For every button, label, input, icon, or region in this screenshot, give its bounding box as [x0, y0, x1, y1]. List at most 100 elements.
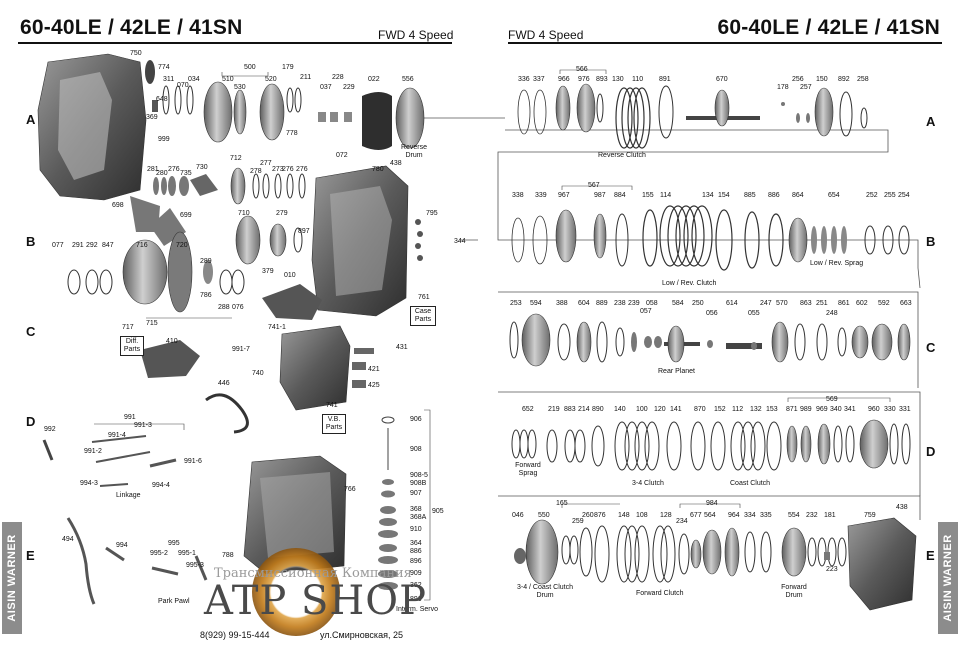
part-number-right: 759	[864, 512, 876, 519]
part-number-right: 652	[522, 406, 534, 413]
part-number-right: 876	[594, 512, 606, 519]
part-number-left: 037	[320, 84, 332, 91]
part-number-left: 906	[410, 416, 422, 423]
part-number-right: 584	[672, 300, 684, 307]
part-number-right: 181	[824, 512, 836, 519]
part-number-right: 248	[826, 310, 838, 317]
part-number-left: 494	[62, 536, 74, 543]
part-number-right: 112	[732, 406, 744, 413]
part-number-left: 368A	[410, 514, 427, 521]
part-number-left: 410	[166, 338, 178, 345]
part-number-left: 421	[368, 366, 380, 373]
part-number-left: 288	[218, 304, 230, 311]
part-number-left: 712	[230, 155, 242, 162]
part-number-right: 654	[828, 192, 840, 199]
part-number-left: 994	[116, 542, 128, 549]
part-number-right: 337	[533, 76, 545, 83]
part-number-left: 077	[52, 242, 64, 249]
part-number-right: 257	[800, 84, 812, 91]
part-number-left: 908-5	[410, 472, 428, 479]
part-number-left: 896	[410, 558, 422, 565]
part-number-right: 155	[642, 192, 654, 199]
part-number-left: 750	[130, 50, 142, 57]
part-number-right: 056	[706, 310, 718, 317]
part-number-left: 740	[252, 370, 264, 377]
part-number-right: 234	[676, 518, 688, 525]
part-number-right: 140	[614, 406, 626, 413]
part-number-left: 778	[286, 130, 298, 137]
part-number-right: 250	[692, 300, 704, 307]
watermark-phone: 8(929) 99-15-444	[200, 630, 270, 640]
part-number-right: 254	[898, 192, 910, 199]
part-number-right: 670	[716, 76, 728, 83]
part-number-left: 886	[410, 548, 422, 555]
part-number-left: 999	[158, 136, 170, 143]
part-number-left: 010	[284, 272, 296, 279]
part-number-left: 179	[282, 64, 294, 71]
part-number-left: 991	[124, 414, 136, 421]
part-number-left: 780	[372, 166, 384, 173]
caption-forward-clutch: Forward Clutch	[636, 590, 684, 597]
part-number-left: 276	[168, 166, 180, 173]
case-parts-box: Case Parts	[410, 306, 436, 326]
left-subtitle: FWD 4 Speed	[378, 28, 454, 42]
row-label-e-left: E	[26, 548, 35, 563]
part-number-right: 120	[654, 406, 666, 413]
part-number-right: 331	[899, 406, 911, 413]
part-number-left: 795	[426, 210, 438, 217]
part-number-left: 034	[188, 76, 200, 83]
part-number-left: 698	[112, 202, 124, 209]
row-label-c-left: C	[26, 324, 36, 339]
part-number-right: 886	[768, 192, 780, 199]
part-number-left: 510	[222, 76, 234, 83]
side-tab-left: AISIN WARNER	[2, 522, 22, 634]
part-number-right: 239	[628, 300, 640, 307]
watermark-company: Трансмиссионная Компания	[214, 566, 412, 581]
row-label-e-right: E	[926, 548, 935, 563]
part-number-left: 438	[390, 160, 402, 167]
part-number-right: 884	[614, 192, 626, 199]
part-number-left: 991-7	[232, 346, 250, 353]
caption-reverse-drum: Reverse Drum	[400, 144, 428, 159]
part-number-left: 699	[180, 212, 192, 219]
part-number-left: 292	[86, 242, 98, 249]
part-number-left: 344	[454, 238, 466, 245]
row-label-b-right: B	[926, 234, 936, 249]
part-number-right: 614	[726, 300, 738, 307]
part-number-right: 134	[702, 192, 714, 199]
caption-linkage: Linkage	[116, 492, 141, 499]
part-number-left: 991-6	[184, 458, 202, 465]
part-number-left: 741-1	[268, 324, 286, 331]
part-number-left: 905	[432, 508, 444, 515]
part-number-right: 564	[704, 512, 716, 519]
diff-parts-box: Diff. Parts	[120, 336, 144, 356]
part-number-right: 871	[786, 406, 798, 413]
part-number-right: 148	[618, 512, 630, 519]
part-number-left: 500	[244, 64, 256, 71]
part-number-right: 864	[792, 192, 804, 199]
part-number-right: 861	[838, 300, 850, 307]
part-number-right: 550	[538, 512, 550, 519]
side-tab-left-label: AISIN WARNER	[6, 534, 18, 622]
part-number-left: 774	[158, 64, 170, 71]
part-number-right: 891	[659, 76, 671, 83]
part-number-left: 022	[368, 76, 380, 83]
part-number-left: 995-2	[150, 550, 168, 557]
side-tab-right-label: AISIN WARNER	[942, 534, 954, 622]
part-number-right: 885	[744, 192, 756, 199]
part-number-right: 114	[660, 192, 672, 199]
part-number-left: 369	[146, 114, 158, 121]
part-number-left: 788	[222, 552, 234, 559]
part-number-left: 991-4	[108, 432, 126, 439]
part-number-right: 967	[558, 192, 570, 199]
part-number-right: 964	[728, 512, 740, 519]
part-number-right: 259	[572, 518, 584, 525]
row-label-c-right: C	[926, 340, 936, 355]
part-number-left: 368	[410, 506, 422, 513]
part-number-left: 786	[200, 292, 212, 299]
part-number-left: 730	[196, 164, 208, 171]
watermark-address: ул.Смирновская, 25	[320, 630, 403, 640]
part-number-right: 150	[816, 76, 828, 83]
watermark-brand: ATP SHOP	[204, 578, 427, 624]
